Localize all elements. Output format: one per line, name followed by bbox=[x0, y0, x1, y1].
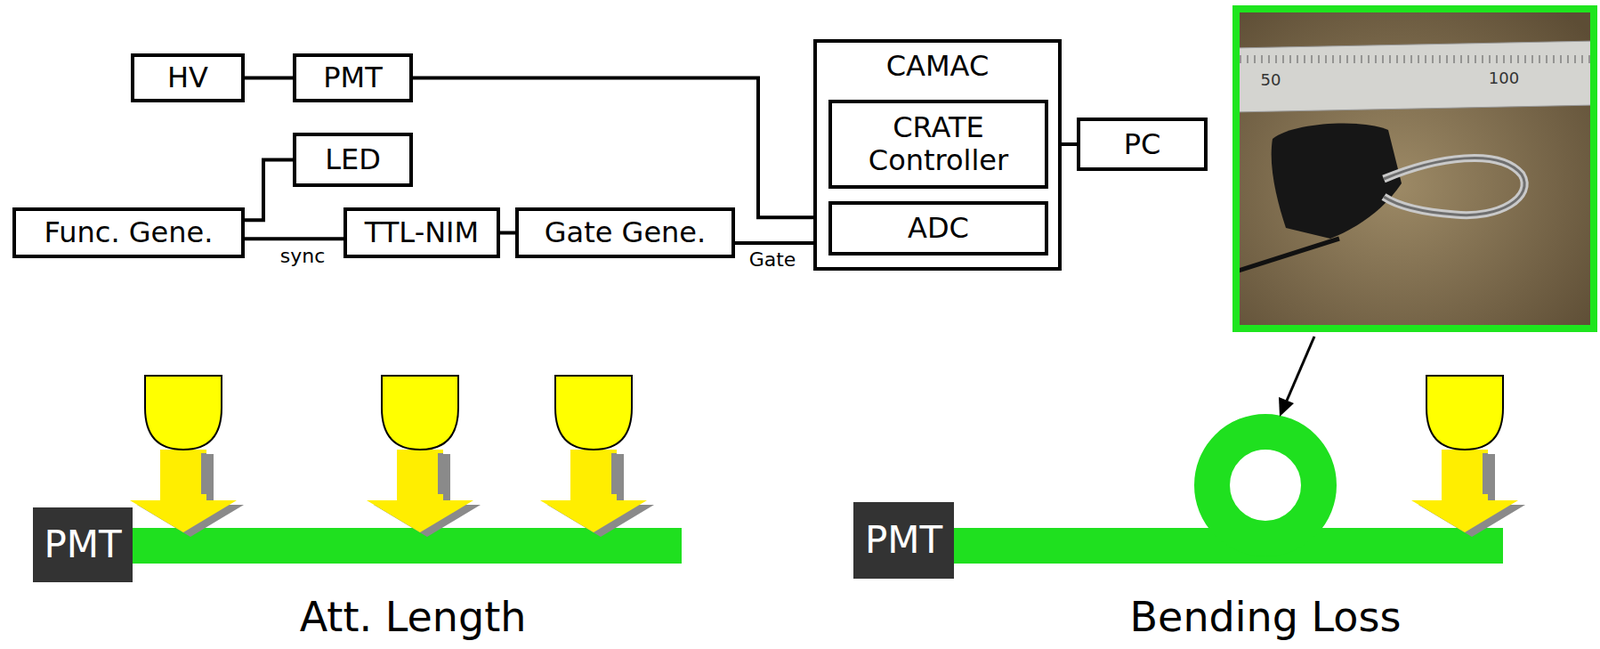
led-symbol bbox=[1411, 375, 1526, 537]
led-symbol bbox=[540, 375, 655, 537]
signal-label: Gate bbox=[746, 249, 800, 271]
fiber-loop-photo bbox=[1383, 157, 1525, 215]
converter-box: TTL-NIM bbox=[343, 207, 501, 259]
box-label: Gate Gene. bbox=[544, 216, 706, 250]
box-label: CAMAC bbox=[886, 49, 990, 83]
led-symbol bbox=[366, 375, 481, 537]
box-label: CRATE Controller bbox=[842, 111, 1035, 178]
computer-box: PC bbox=[1076, 117, 1208, 171]
fiber-loop-photo bbox=[1383, 157, 1525, 215]
box-label: Func. Gene. bbox=[44, 216, 214, 250]
signal-label: sync bbox=[277, 245, 329, 267]
gate-generator-box: Gate Gene. bbox=[515, 207, 736, 259]
adc-box: ADC bbox=[828, 201, 1049, 256]
signal-wire bbox=[244, 236, 344, 241]
photomultiplier-block: PMT bbox=[853, 501, 954, 579]
ruler-number: 50 bbox=[1260, 71, 1282, 89]
fiber-loop bbox=[1212, 431, 1319, 539]
function-generator-box: Func. Gene. bbox=[12, 207, 245, 259]
cable bbox=[1232, 238, 1340, 273]
photo-ground bbox=[1232, 5, 1598, 332]
caption-label: Bending Loss bbox=[1130, 594, 1402, 640]
ruler-ticks bbox=[1232, 51, 1598, 65]
crate-box: CAMAC CRATE ControllerADC bbox=[813, 39, 1062, 271]
pointer-line bbox=[1286, 336, 1315, 401]
box-label: ADC bbox=[907, 211, 970, 245]
ruler bbox=[1232, 40, 1598, 113]
power-supply-box: HV bbox=[130, 53, 245, 103]
photo bbox=[1232, 5, 1598, 332]
ruler-number: 100 bbox=[1488, 69, 1520, 88]
caption-label: Att. Length bbox=[299, 594, 527, 640]
signal-wire bbox=[500, 231, 516, 235]
box-label: TTL-NIM bbox=[364, 216, 479, 250]
signal-wire bbox=[412, 78, 829, 219]
photo-frame bbox=[1236, 8, 1594, 329]
pointer-head bbox=[1278, 396, 1294, 417]
signal-wire bbox=[244, 76, 293, 81]
box-label: PMT bbox=[43, 523, 122, 566]
led-box: LED bbox=[292, 132, 413, 187]
black-cloth bbox=[1271, 123, 1402, 239]
box-label: HV bbox=[167, 61, 209, 95]
box-label: PMT bbox=[864, 518, 943, 562]
box-label: PC bbox=[1123, 128, 1162, 162]
controller-box: CRATE Controller bbox=[828, 99, 1049, 189]
photomultiplier-block: PMT bbox=[32, 507, 133, 582]
signal-wire bbox=[244, 160, 293, 221]
photomultiplier-box: PMT bbox=[292, 53, 413, 103]
led-symbol bbox=[129, 375, 244, 537]
box-label: PMT bbox=[323, 61, 382, 95]
box-label: LED bbox=[324, 143, 381, 177]
